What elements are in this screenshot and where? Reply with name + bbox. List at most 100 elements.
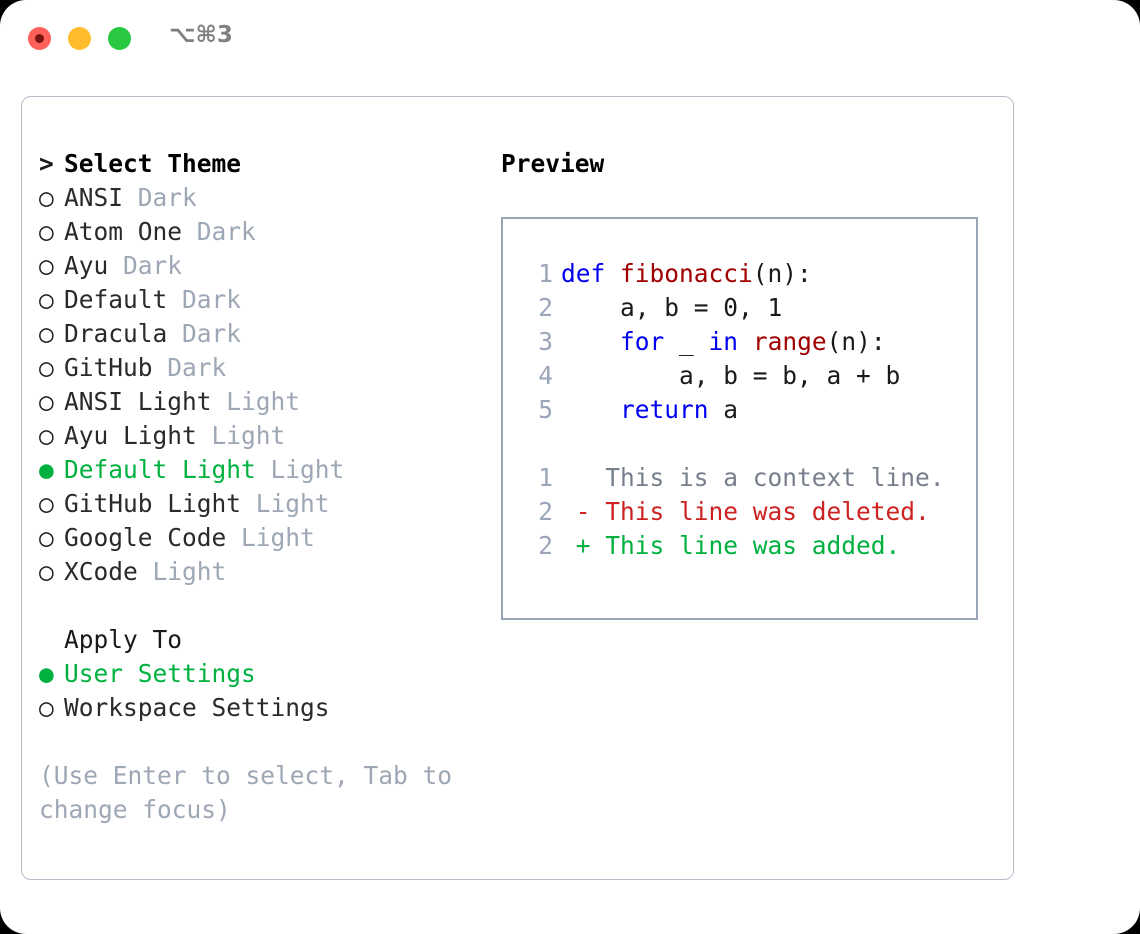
theme-option-xcode[interactable]: ○XCode Light — [39, 555, 479, 589]
code-token: fibonacci — [620, 259, 753, 288]
radio-unselected-icon: ○ — [39, 217, 54, 246]
theme-option-github-light[interactable]: ○GitHub Light Light — [39, 487, 479, 521]
theme-selector-panel: >Select Theme ○ ANSI Dark ○ Atom One Dark ○ A… — [21, 96, 1014, 880]
title-bar: ⌥⌘3 — [0, 0, 1140, 78]
line-number: 5 — [538, 395, 553, 424]
theme-option-category-tag: Light — [255, 455, 345, 484]
theme-option-ansi-light[interactable]: ○ ANSI Light Light — [39, 385, 479, 419]
line-number: 4 — [538, 361, 553, 390]
radio-unselected-icon: ○ — [39, 489, 54, 518]
radio-selected-icon: ● — [39, 455, 54, 484]
radio-unselected-icon: ○ — [39, 251, 54, 280]
theme-list-column: >Select Theme ○ ANSI Dark ○ Atom One Dark ○ A… — [39, 147, 479, 827]
theme-option-default-light[interactable]: ● Default Light Light — [39, 453, 479, 487]
code-token: for — [620, 327, 665, 356]
theme-option-github[interactable]: ○ GitHub Dark — [39, 351, 479, 385]
code-token: + This line was added. — [561, 531, 901, 560]
code-token: (n): — [752, 259, 812, 288]
code-blank-line — [503, 427, 976, 461]
keyboard-hint-text: (Use Enter to select, Tab to change focu… — [39, 761, 467, 824]
theme-option-google-code[interactable]: ○ Google Code Light — [39, 521, 479, 555]
code-token: range — [752, 327, 827, 356]
maximize-button[interactable] — [108, 27, 131, 50]
apply-to-option-list: ● User Settings ○ Workspace Settings — [39, 657, 479, 725]
line-number: 3 — [538, 327, 553, 356]
theme-option-label: Default — [64, 285, 168, 314]
diff-line: 2 - This line was deleted. — [503, 495, 976, 529]
code-token: a, b = b, a + b — [561, 361, 901, 390]
theme-option-category-tag: Dark — [167, 285, 242, 314]
theme-option-default[interactable]: ○ Default Dark — [39, 283, 479, 317]
code-token: _ — [664, 327, 709, 356]
keyboard-shortcut-label: ⌥⌘3 — [169, 22, 233, 48]
theme-option-label: ANSI Light — [64, 387, 212, 416]
theme-option-ansi[interactable]: ○ ANSI Dark — [39, 181, 479, 215]
theme-option-label: GitHub — [64, 353, 153, 382]
apply-to-indent — [39, 623, 64, 657]
code-token — [561, 395, 620, 424]
radio-selected-icon: ● — [39, 659, 54, 688]
code-token — [561, 327, 620, 356]
code-token — [738, 327, 753, 356]
theme-option-category-tag: Light — [211, 387, 301, 416]
theme-option-label: ANSI — [64, 183, 124, 212]
line-number: 1 — [538, 259, 553, 288]
radio-unselected-icon: ○ — [39, 319, 54, 348]
preview-heading: Preview — [501, 149, 605, 178]
theme-option-ayu-light[interactable]: ○ Ayu Light Light — [39, 419, 479, 453]
theme-option-category-tag: Light — [226, 523, 315, 552]
radio-unselected-icon: ○ — [39, 523, 54, 552]
theme-option-atom-one[interactable]: ○Atom One Dark — [39, 215, 479, 249]
theme-option-category-tag: Light — [196, 421, 286, 450]
theme-option-label: Atom One — [64, 217, 183, 246]
theme-option-category-tag: Dark — [108, 251, 183, 280]
line-number: 2 — [538, 531, 553, 560]
code-token: (n): — [826, 327, 886, 356]
radio-unselected-icon: ○ — [39, 421, 54, 450]
theme-option-category-tag: Light — [137, 557, 227, 586]
theme-option-category-tag: Light — [241, 489, 330, 518]
line-number: 2 — [538, 497, 553, 526]
radio-unselected-icon: ○ — [39, 387, 54, 416]
code-token: a — [708, 395, 739, 424]
apply-to-heading-label: Apply To — [64, 625, 183, 654]
line-number: 1 — [538, 463, 553, 492]
select-theme-heading: >Select Theme — [39, 147, 479, 181]
theme-option-label: Dracula — [64, 319, 168, 348]
theme-option-label: Default Light — [64, 455, 256, 484]
apply-to-option-label: Workspace Settings — [64, 693, 330, 722]
theme-option-category-tag: Dark — [152, 353, 227, 382]
code-token: def — [561, 259, 621, 288]
radio-unselected-icon: ○ — [39, 183, 54, 212]
radio-unselected-icon: ○ — [39, 693, 54, 722]
theme-option-label: Ayu — [64, 251, 109, 280]
theme-option-label: Ayu Light — [64, 421, 197, 450]
apply-to-option-workspace-settings[interactable]: ○ Workspace Settings — [39, 691, 479, 725]
theme-option-dracula[interactable]: ○ Dracula Dark — [39, 317, 479, 351]
diff-line: 2 + This line was added. — [503, 529, 976, 563]
theme-option-category-tag: Dark — [123, 183, 197, 212]
radio-unselected-icon: ○ — [39, 353, 54, 382]
close-button[interactable] — [28, 27, 51, 50]
focus-caret-icon: > — [39, 149, 54, 178]
apply-to-option-label: User Settings — [64, 659, 256, 688]
theme-option-ayu[interactable]: ○ Ayu Dark — [39, 249, 479, 283]
apply-to-option-user-settings[interactable]: ● User Settings — [39, 657, 479, 691]
theme-option-label: Google Code — [64, 523, 227, 552]
code-token: a, b = 0, 1 — [561, 293, 783, 322]
radio-unselected-icon: ○ — [39, 285, 54, 314]
theme-option-label: XCode — [64, 557, 138, 586]
theme-option-list: ○ ANSI Dark ○ Atom One Dark ○ Ayu Dark ○ Defaul… — [39, 181, 479, 589]
code-line: 4 a, b = b, a + b — [503, 359, 976, 393]
line-number: 2 — [538, 293, 553, 322]
theme-option-category-tag: Dark — [167, 319, 242, 348]
spacer — [39, 589, 479, 623]
minimize-button[interactable] — [68, 27, 91, 50]
code-line: 2 a, b = 0, 1 — [503, 291, 976, 325]
code-token: in — [708, 327, 739, 356]
code-line: 3 for _ in range(n): — [503, 325, 976, 359]
apply-to-heading: Apply To — [39, 623, 479, 657]
